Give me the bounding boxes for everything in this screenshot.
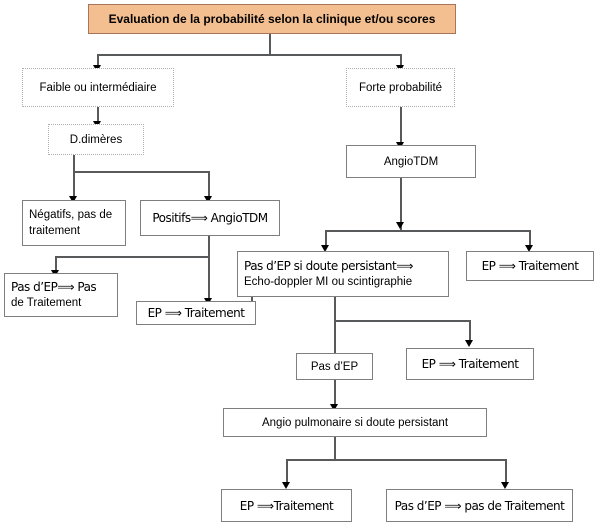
connector-root-split-bar — [98, 54, 401, 56]
connector-root-stem — [269, 34, 271, 55]
connector-pasdep-to-angio — [334, 380, 336, 408]
node-pas-dep[interactable]: Pas d’EP — [296, 353, 373, 380]
negatifs-line-2: traitement — [29, 225, 81, 237]
connector-low-to-ddimeres — [97, 107, 99, 124]
node-pas-dep-pas-traitement[interactable]: Pas d’EP⟹ Pas de Traitement — [4, 273, 118, 317]
angio-pulmonaire-label: Angio pulmonaire si doute persistant — [261, 416, 449, 429]
node-d-dimeres[interactable]: D.dimères — [48, 124, 144, 155]
connector-doute-to-ep-mid — [469, 320, 471, 343]
positifs-label: Positifs⟹ AngioTDM — [152, 211, 268, 225]
ep-traitement-mid-label: EP ⟹ Traitement — [421, 357, 519, 371]
node-root-title[interactable]: Evaluation de la probabilité selon la cl… — [88, 4, 456, 34]
doute-persistant-line-1: Pas d’EP si doute persistant⟹ — [244, 259, 413, 273]
connector-high-to-angiotdm — [400, 107, 402, 145]
negatifs-line-1: Négatifs, pas de — [29, 209, 113, 221]
node-pas-dep-pas-traitement-bottom[interactable]: Pas d’EP ⟹ pas de Traitement — [386, 489, 573, 522]
node-doute-persistant[interactable]: Pas d’EP si doute persistant⟹ Echo-doppl… — [237, 251, 449, 297]
root-title-label: Evaluation de la probabilité selon la cl… — [108, 12, 436, 26]
arrowhead-to-positifs — [204, 196, 212, 203]
connector-to-pasdep-bottom — [505, 459, 507, 485]
node-low-intermediate[interactable]: Faible ou intermédiaire — [22, 68, 174, 107]
connector-ddimeres-to-negatifs — [73, 171, 75, 200]
pas-dep-bottom-label: Pas d’EP ⟹ pas de Traitement — [394, 498, 565, 513]
arrowhead-to-angio-pulmonaire — [330, 404, 338, 411]
connector-root-to-high — [400, 54, 402, 68]
connector-positifs-stem — [208, 236, 210, 302]
node-high-probability[interactable]: Forte probabilité — [346, 68, 455, 107]
arrowhead-to-doute-persistant — [321, 245, 329, 252]
connector-doute-stem — [334, 297, 336, 353]
node-ep-traitement-bottom[interactable]: EP ⟹Traitement — [221, 489, 352, 522]
node-ep-traitement-mid[interactable]: EP ⟹ Traitement — [406, 348, 534, 380]
connector-ddimeres-split-bar — [73, 171, 209, 173]
node-negatifs[interactable]: Négatifs, pas de traitement — [22, 200, 126, 246]
d-dimeres-label: D.dimères — [69, 133, 123, 146]
angiotdm-label: AngioTDM — [383, 155, 439, 168]
connector-to-ep-bottom — [286, 459, 288, 485]
connector-angiotdm-to-ep-right — [529, 230, 531, 249]
low-intermediate-label: Faible ou intermédiaire — [39, 81, 157, 94]
connector-angio-stem — [334, 437, 336, 460]
connector-angiotdm-split-bar — [325, 230, 530, 232]
node-ep-traitement-left[interactable]: EP ⟹ Traitement — [136, 301, 256, 325]
connector-positifs-left-bar — [55, 256, 209, 258]
arrowhead-to-negatifs — [69, 196, 77, 203]
doute-persistant-line-2: Echo-doppler MI ou scintigraphie — [244, 276, 413, 288]
connector-angiotdm-stem — [400, 178, 402, 230]
node-positifs-angiotdm[interactable]: Positifs⟹ AngioTDM — [140, 200, 280, 236]
ep-traitement-right-top-label: EP ⟹ Traitement — [481, 259, 579, 273]
node-angiotdm[interactable]: AngioTDM — [346, 145, 476, 178]
node-ep-traitement-right-top[interactable]: EP ⟹ Traitement — [466, 251, 594, 281]
connector-doute-right-bar — [334, 320, 470, 322]
ep-traitement-left-label: EP ⟹ Traitement — [147, 306, 245, 320]
ep-traitement-bottom-label: EP ⟹Traitement — [239, 498, 334, 513]
connector-positifs-to-pasdep — [55, 256, 57, 273]
arrowhead-angiotdm-split — [396, 222, 404, 229]
arrowhead-to-ep-traitement-bottom — [282, 482, 290, 489]
connector-bottom-split-bar — [286, 459, 506, 461]
connector-root-to-low — [97, 54, 99, 68]
pas-dep-label: Pas d’EP — [310, 360, 359, 373]
connector-angiotdm-to-doute — [325, 230, 327, 249]
high-probability-label: Forte probabilité — [358, 81, 443, 94]
node-angio-pulmonaire[interactable]: Angio pulmonaire si doute persistant — [223, 408, 487, 437]
arrowhead-to-pas-dep-bottom — [501, 482, 509, 489]
pas-dep-pas-traitement-line-2: de Traitement — [11, 297, 82, 309]
arrowhead-to-ep-traitement-right-top — [525, 245, 533, 252]
connector-ddimeres-to-positifs — [208, 171, 210, 200]
connector-ddimeres-stem — [73, 155, 75, 172]
pas-dep-pas-traitement-line-1: Pas d’EP⟹ Pas — [11, 280, 97, 294]
arrowhead-to-ep-traitement-mid — [465, 340, 473, 347]
